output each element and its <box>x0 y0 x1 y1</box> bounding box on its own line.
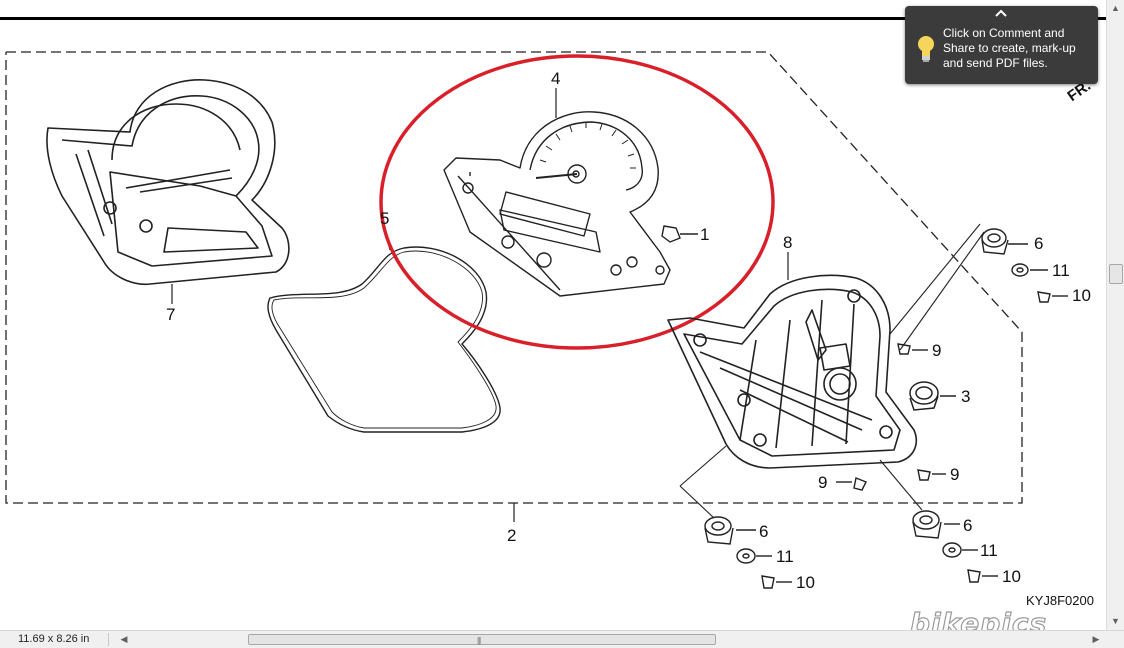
drawing-code: KYJ8F0200 <box>1026 593 1094 608</box>
callout-4: 4 <box>551 69 560 88</box>
status-bar: 11.69 x 8.26 in ◀ ||| ▶ <box>0 630 1124 648</box>
callout-10-top: 10 <box>1072 286 1091 305</box>
callout-7: 7 <box>166 305 175 324</box>
bikepics-watermark: bikepics <box>910 607 1047 630</box>
part-4-meter-unit <box>443 111 671 297</box>
callout-8: 8 <box>783 233 792 252</box>
callout-5: 5 <box>380 209 389 228</box>
highlight-ellipse <box>379 54 775 350</box>
mount-set-bottom-left <box>704 516 792 589</box>
vertical-scrollbar[interactable]: ▲ ▼ <box>1106 0 1124 630</box>
callout-10-bottom-right: 10 <box>1002 567 1021 586</box>
callout-10-bottom-left: 10 <box>796 573 815 592</box>
comment-share-tooltip[interactable]: Click on Comment and Share to create, ma… <box>905 6 1098 84</box>
part-9-screws <box>836 343 946 491</box>
horizontal-scroll-thumb[interactable]: ||| <box>248 634 716 645</box>
scroll-left-arrow-icon[interactable]: ◀ <box>120 634 128 644</box>
scroll-down-arrow-icon[interactable]: ▼ <box>1111 616 1120 626</box>
part-3-grommet <box>909 381 956 411</box>
pdf-document-page: 1 2 3 4 5 6 6 6 7 8 9 9 9 10 10 10 11 11… <box>0 6 1106 630</box>
callout-6-top: 6 <box>1034 234 1043 253</box>
page-top-rule <box>0 17 1106 20</box>
vertical-scroll-thumb[interactable] <box>1109 264 1123 284</box>
part-5-gasket <box>267 246 501 433</box>
horizontal-scrollbar[interactable]: ◀ ||| ▶ <box>118 632 1102 647</box>
leader-bottom-right-set <box>879 459 923 511</box>
scroll-up-arrow-icon[interactable]: ▲ <box>1111 3 1120 13</box>
callout-1: 1 <box>700 225 709 244</box>
callout-2: 2 <box>507 526 516 545</box>
status-separator <box>108 633 109 646</box>
leader-top-right-set-b <box>899 231 985 351</box>
part-5-gasket-inner <box>271 250 497 429</box>
chevron-up-icon[interactable] <box>995 8 1007 18</box>
tachometer-scale <box>539 122 636 169</box>
callout-6-bottom-left: 6 <box>759 522 768 541</box>
leader-top-right-set <box>889 223 981 335</box>
callout-11-top: 11 <box>1052 261 1070 280</box>
mount-set-bottom-right <box>912 510 998 583</box>
parts-diagram: 1 2 3 4 5 6 6 6 7 8 9 9 9 10 10 10 11 11… <box>5 51 1094 630</box>
scroll-right-arrow-icon[interactable]: ▶ <box>1092 634 1100 644</box>
callout-6-bottom-right: 6 <box>963 516 972 535</box>
mount-set-top-right <box>981 228 1068 303</box>
page-size-label: 11.69 x 8.26 in <box>18 633 90 645</box>
callout-9-top: 9 <box>932 341 941 360</box>
callout-9-bottom-left: 9 <box>818 473 827 492</box>
tooltip-text: Click on Comment and Share to create, ma… <box>943 26 1076 70</box>
leader-bottom-left-set <box>679 485 715 519</box>
callout-9-bottom-right: 9 <box>950 465 959 484</box>
lightbulb-icon <box>918 36 934 62</box>
callout-11-bottom-right: 11 <box>980 541 998 560</box>
part-7-meter-visor <box>46 79 290 286</box>
scroll-grip-icon: ||| <box>477 636 481 645</box>
part-8-lower-case <box>667 274 918 469</box>
assembly-boundary-dashed <box>5 51 1023 504</box>
callout-11-bottom-left: 11 <box>776 547 794 566</box>
callout-3: 3 <box>961 387 970 406</box>
leader-bottom-left-set-b <box>679 445 727 487</box>
part-1-screw <box>661 225 698 243</box>
